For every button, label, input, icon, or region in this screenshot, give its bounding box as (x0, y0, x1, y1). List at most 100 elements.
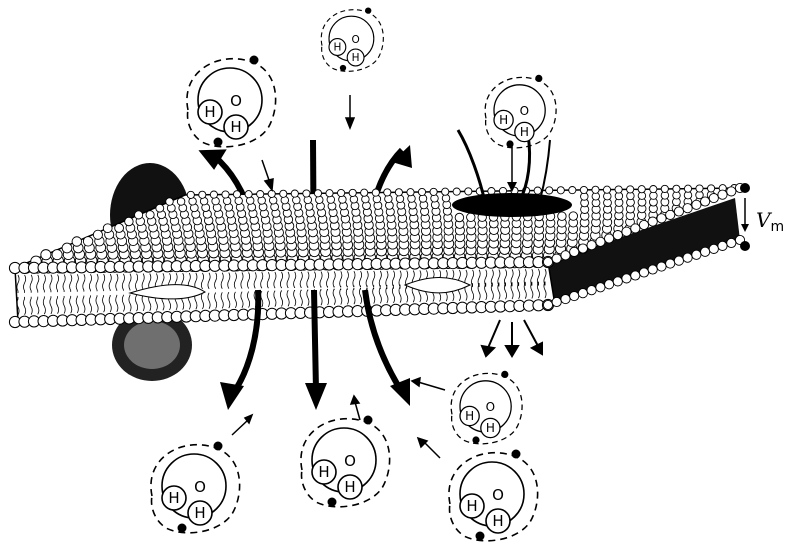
lipid-head (187, 191, 194, 198)
lipid-head (631, 271, 640, 280)
charge-dot (214, 442, 223, 451)
hydrogen-label: H (520, 125, 529, 139)
oxygen-label: O (486, 400, 495, 414)
hydrogen-label: H (344, 478, 355, 496)
lipid-head (708, 185, 715, 192)
membrane-voltage-indicator: Vm (740, 183, 784, 251)
lipid-head (684, 185, 691, 192)
charge-dot (214, 138, 223, 147)
lipid-head (407, 189, 414, 196)
lipid-head (561, 251, 570, 260)
charge-dot (328, 498, 337, 507)
lipid-head (718, 241, 727, 250)
water-molecule: OHH (321, 7, 383, 71)
charge-dot (506, 140, 513, 147)
lipid-head (245, 191, 252, 198)
lipid-head (613, 277, 622, 286)
lipid-head (648, 265, 657, 274)
water-molecule: OHH (449, 450, 538, 541)
lipid-head (546, 187, 553, 194)
charge-dot (178, 524, 187, 533)
lipid-head (648, 217, 657, 226)
lipid-head (657, 214, 666, 223)
lipid-head (199, 191, 206, 198)
lipid-head (41, 250, 51, 260)
charge-dot (535, 75, 542, 82)
lipid-head (718, 190, 727, 199)
oxygen-label: O (344, 452, 356, 470)
charge-dot (472, 436, 479, 443)
lipid-head (326, 190, 333, 197)
lipid-head (638, 186, 645, 193)
water-molecule: OHH (187, 56, 276, 147)
lipid-head (467, 213, 476, 222)
lipid-head (146, 211, 154, 219)
water-molecule: OHH (301, 416, 390, 507)
lipid-head (543, 300, 552, 309)
lipid-head (314, 190, 321, 197)
lipid-head (280, 190, 287, 197)
lipid-head (666, 259, 675, 268)
hydrogen-label: H (352, 52, 360, 64)
lipid-head (631, 224, 640, 233)
lipid-head (125, 217, 134, 226)
charge-dot (250, 56, 259, 65)
lipid-head (570, 292, 579, 301)
charge-dot (476, 532, 485, 541)
lipid-head (596, 237, 605, 246)
lipid-head (701, 247, 710, 256)
lipid-head (613, 231, 622, 240)
lipid-head (570, 247, 579, 256)
lipid-head (430, 188, 437, 195)
lipid-head (639, 220, 648, 229)
oxygen-label: O (230, 92, 242, 110)
lipid-head (666, 210, 675, 219)
hydrogen-label: H (333, 42, 341, 54)
lipid-head (709, 194, 718, 203)
hydrogen-label: H (499, 113, 508, 127)
lipid-head (569, 212, 578, 221)
lipid-head (674, 256, 683, 265)
lipid-head (578, 244, 587, 253)
lipid-head (453, 188, 460, 195)
lipid-head (442, 188, 449, 195)
lipid-head (605, 280, 614, 289)
charge-dot (365, 7, 371, 13)
hydrogen-label: H (230, 118, 241, 136)
lipid-head (673, 185, 680, 192)
lipid-head (569, 187, 576, 194)
charge-dot (364, 416, 373, 425)
lipid-head (156, 204, 164, 212)
lipid-head (465, 188, 472, 195)
water-molecule: OHH (451, 371, 522, 444)
water-molecule: OHH (485, 75, 556, 148)
lipid-head (603, 186, 610, 193)
lipid-head (552, 254, 561, 263)
hydrogen-label: H (492, 512, 503, 530)
lipid-head (587, 241, 596, 250)
lipid-head (83, 237, 93, 247)
outflow-arrows (482, 320, 542, 356)
lipid-head (557, 187, 564, 194)
lipid-head (93, 230, 102, 239)
lipid-head (72, 237, 82, 247)
lipid-head (257, 191, 264, 198)
lipid-head (52, 250, 62, 260)
water-molecule: OHH (151, 442, 240, 533)
hydrogen-label: H (486, 421, 495, 435)
lipid-head (578, 289, 587, 298)
lipid-head (709, 244, 718, 253)
lipid-head (596, 283, 605, 292)
lipid-head (115, 224, 124, 233)
lipid-head (455, 213, 464, 222)
hydrogen-label: H (168, 489, 179, 507)
lipid-head (233, 191, 240, 198)
lipid-head (615, 186, 622, 193)
hydrogen-label: H (194, 504, 205, 522)
lipid-head (339, 196, 347, 204)
charge-dot (340, 65, 346, 71)
lipid-head (622, 274, 631, 283)
lipid-head (543, 257, 552, 266)
